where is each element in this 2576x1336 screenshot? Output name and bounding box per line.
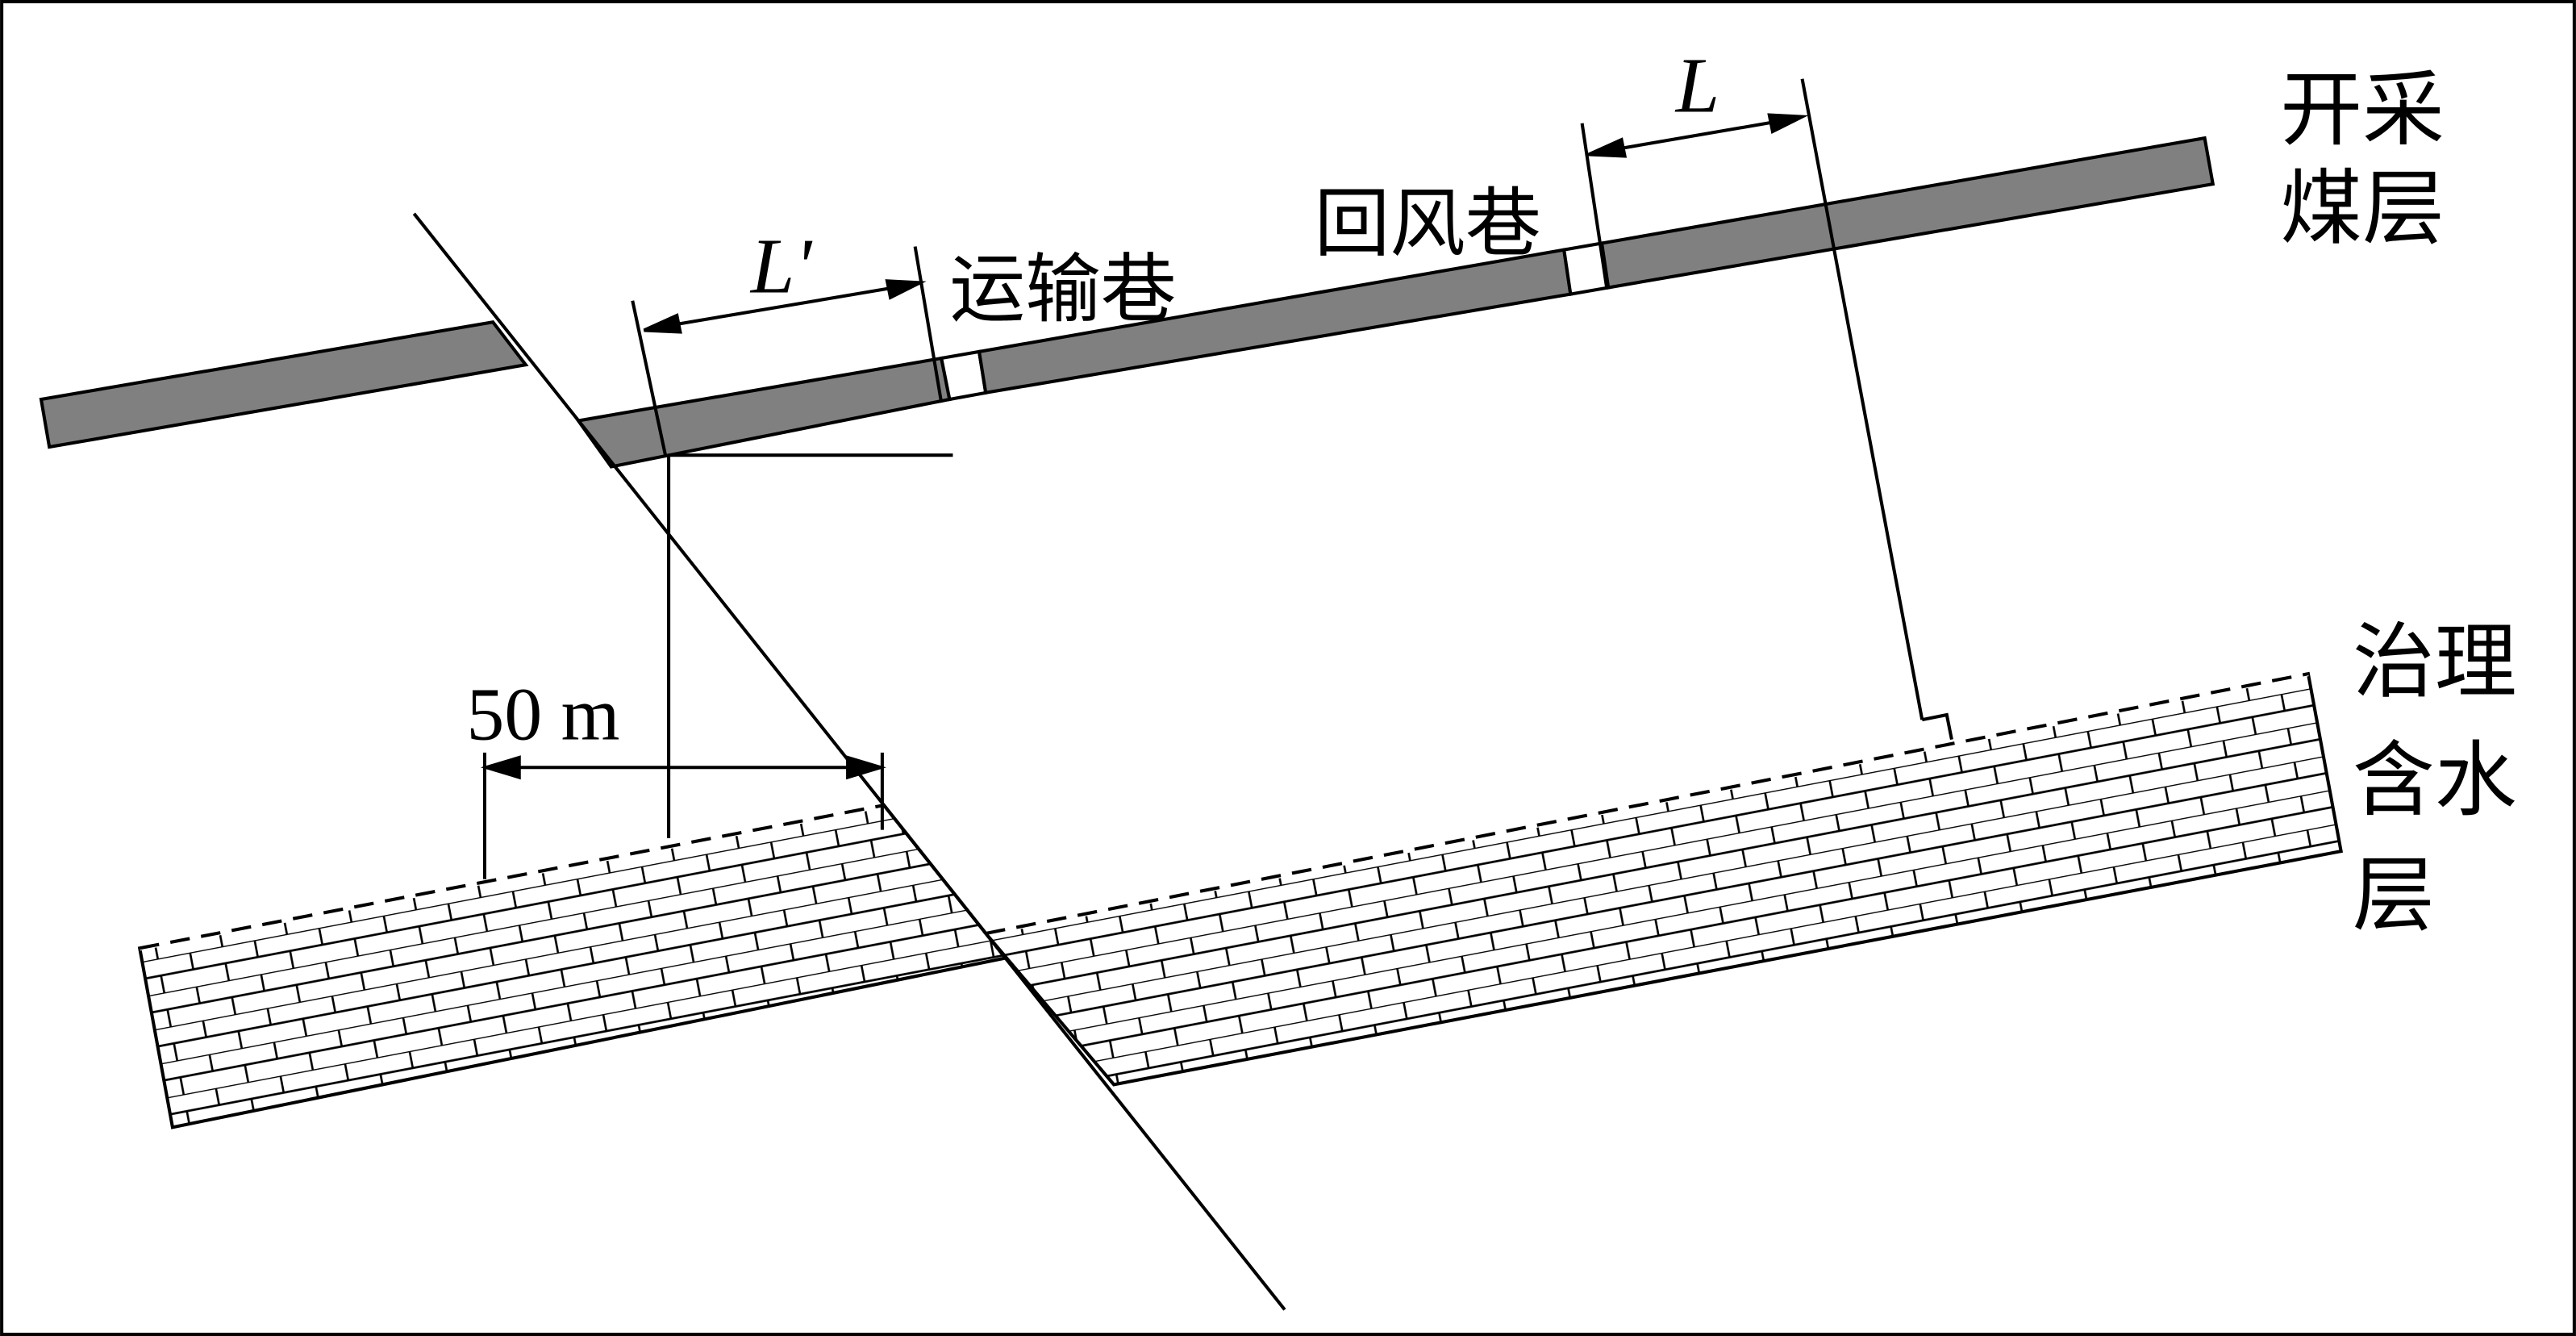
- aquifer-right-top-dashed: [985, 672, 2309, 935]
- return-air-roadway-label: 回风巷: [1315, 181, 1541, 269]
- coal-seam: [39, 136, 2215, 469]
- dim-label-l: L: [1674, 43, 1719, 130]
- aquifer-left-top-dashed: [139, 804, 885, 950]
- mining-seam-label-line1: 开采: [2280, 62, 2445, 158]
- transport-roadway-label: 运输巷: [949, 246, 1176, 334]
- aquifer-label-line1: 治理: [2353, 614, 2517, 710]
- aquifer: [137, 671, 2344, 1129]
- coal-seam-segment-3: [1599, 136, 2215, 290]
- mining-seam-label-line2: 煤层: [2280, 161, 2445, 257]
- aquifer-label-line3: 层: [2353, 848, 2435, 944]
- construction-lines: [482, 78, 1953, 879]
- dim-label-50m: 50 m: [467, 674, 620, 757]
- aquifer-label-line2: 含水: [2353, 733, 2517, 829]
- right-angle-mark: [1921, 712, 1953, 741]
- dimension-arrows: [480, 113, 1809, 780]
- coal-seam-left-block: [39, 320, 529, 449]
- dim-label-l-prime: L': [749, 223, 813, 311]
